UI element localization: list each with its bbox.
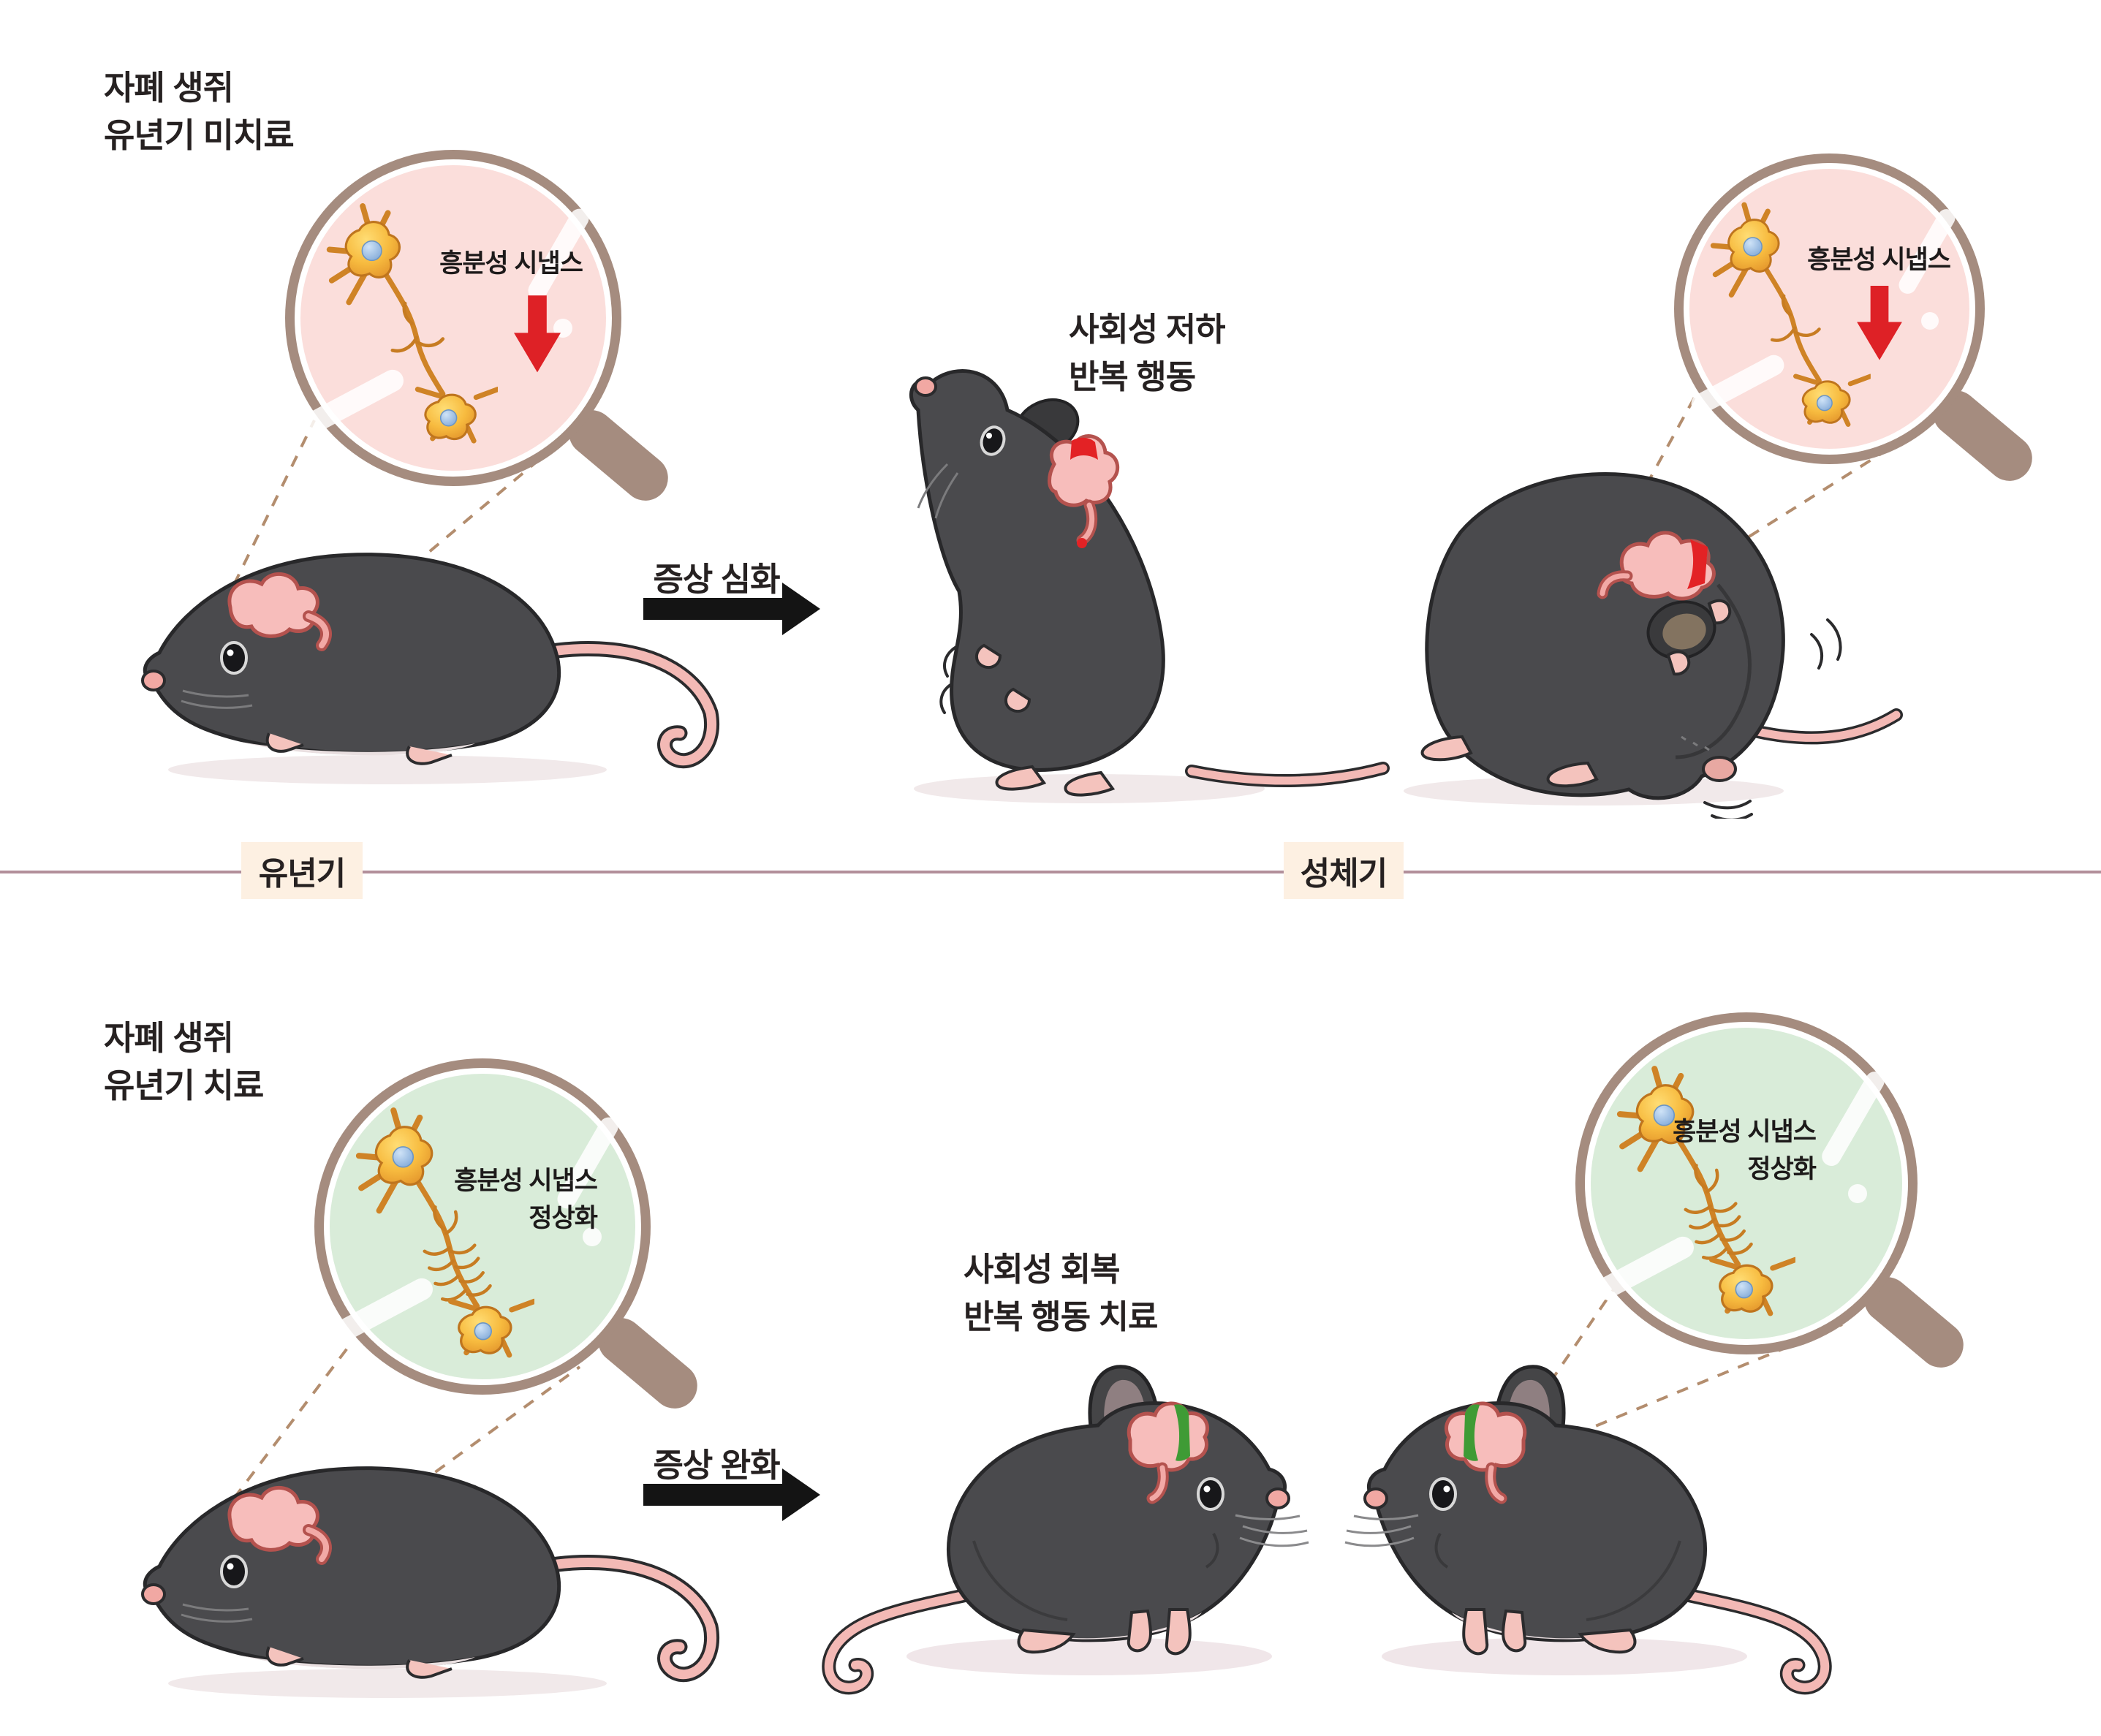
top-panel-title-line1: 자폐 생쥐 [104, 69, 234, 107]
neuron-synapse-illustration [326, 200, 498, 447]
lens-label-line2: 정상화 [1747, 1154, 1817, 1183]
lens-glass: 흥분성 시냅스 [295, 159, 612, 477]
rearing-mouse-illustration [909, 369, 1390, 803]
bottom-panel-title-line1: 자폐 생쥐 [104, 1019, 234, 1057]
magnifier-lens-top-right: 흥분성 시냅스 [1674, 153, 1985, 464]
lens-label: 흥분성 시냅스 정상화 [1673, 1114, 1817, 1189]
lens-label: 흥분성 시냅스 [439, 249, 583, 278]
progression-arrow-head [782, 583, 820, 635]
magnifier-lens-bottom-right: 흥분성 시냅스 정상화 [1575, 1012, 1918, 1354]
symptom-line2: 반복 행동 [1069, 358, 1196, 396]
timeline-divider [0, 871, 2101, 873]
top-panel-title: 자폐 생쥐 유년기 미치료 [104, 64, 295, 160]
lens-glass: 흥분성 시냅스 정상화 [324, 1068, 641, 1385]
timeline-label-juvenile-text: 유년기 [258, 856, 346, 892]
bottom-panel-title: 자폐 생쥐 유년기 치료 [104, 1015, 264, 1110]
lens-label-line1: 흥분성 시냅스 [1673, 1118, 1817, 1146]
juvenile-mouse-illustration [141, 553, 719, 784]
timeline-label-adult-text: 성체기 [1300, 856, 1388, 892]
adult-mouse-illustration-left [804, 1358, 1316, 1702]
symptom-text-top: 사회성 저하 반복 행동 [1069, 306, 1226, 401]
top-panel-title-line2: 유년기 미치료 [104, 116, 295, 155]
glass-highlight-dot [1848, 1184, 1867, 1203]
adult-mouse-illustration-right [1338, 1358, 1850, 1702]
glass-highlight-dot [583, 1227, 602, 1246]
glass-highlight [1818, 1068, 1888, 1170]
magnifier-lens-bottom-left: 흥분성 시냅스 정상화 [314, 1058, 651, 1395]
symptom-line1: 사회성 회복 [964, 1251, 1121, 1288]
lens-glass: 흥분성 시냅스 [1684, 163, 1975, 455]
symptom-line1: 사회성 저하 [1069, 311, 1226, 348]
lens-glass: 흥분성 시냅스 정상화 [1585, 1022, 1908, 1345]
arrow-label: 증상 심화 [653, 561, 780, 598]
bottom-panel-title-line2: 유년기 치료 [104, 1066, 264, 1105]
arrow-label: 증상 완화 [653, 1447, 780, 1484]
grooming-mouse-illustration [1404, 472, 1903, 819]
lens-label: 흥분성 시냅스 [1807, 246, 1951, 274]
progression-arrow-head [782, 1468, 820, 1521]
progression-arrow-icon [643, 1484, 782, 1506]
timeline-label-juvenile: 유년기 [241, 842, 363, 899]
lens-label-line2: 정상화 [529, 1203, 598, 1232]
progression-arrow-icon [643, 598, 782, 620]
glass-highlight-dot [1921, 312, 1939, 330]
neuron-synapse-illustration [1710, 200, 1871, 430]
synapse-decrease-arrow-icon [514, 295, 561, 374]
magnifier-lens-top-left: 흥분성 시냅스 [285, 150, 621, 486]
synapse-decrease-arrow-icon [1857, 286, 1902, 361]
timeline-label-adult: 성체기 [1284, 842, 1404, 899]
lens-label-line1: 흥분성 시냅스 [454, 1167, 598, 1195]
neuron-synapse-illustration [1616, 1063, 1795, 1319]
juvenile-mouse-illustration [141, 1466, 719, 1698]
symptom-text-bottom: 사회성 회복 반복 행동 치료 [964, 1246, 1158, 1341]
lens-label: 흥분성 시냅스 정상화 [454, 1163, 598, 1237]
symptom-line2: 반복 행동 치료 [964, 1298, 1158, 1336]
